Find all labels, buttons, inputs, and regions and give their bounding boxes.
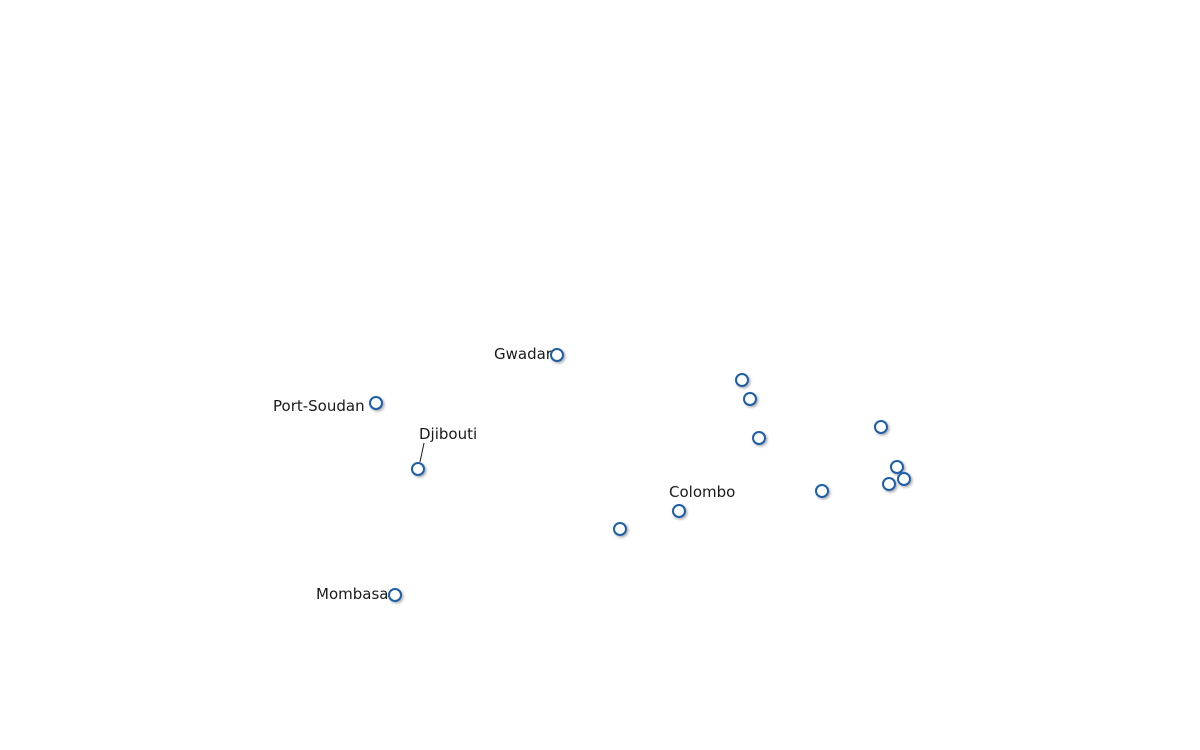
port-label-gwadar: Gwadar xyxy=(494,345,553,363)
port-djibouti[interactable]: Djibouti xyxy=(411,425,477,476)
port-marker-12[interactable] xyxy=(882,477,896,491)
port-label-port-soudan: Port-Soudan xyxy=(273,397,365,415)
label-leader-line-djibouti xyxy=(419,442,425,463)
port-marker-mombasa[interactable] xyxy=(388,588,402,602)
port-mombasa[interactable]: Mombasa xyxy=(316,585,402,603)
port-port-soudan[interactable]: Port-Soudan xyxy=(273,396,383,415)
port-marker-10[interactable] xyxy=(890,460,904,474)
port-marker-8[interactable] xyxy=(752,431,766,445)
port-label-mombasa: Mombasa xyxy=(316,585,388,603)
port-marker-port-soudan[interactable] xyxy=(369,396,383,410)
port-marker-gwadar[interactable] xyxy=(550,348,564,362)
port-marker-9[interactable] xyxy=(874,420,888,434)
port-colombo[interactable]: Colombo xyxy=(669,483,735,518)
port-gwadar[interactable]: Gwadar xyxy=(494,345,564,363)
port-marker-djibouti[interactable] xyxy=(411,462,425,476)
port-marker-14[interactable] xyxy=(613,522,627,536)
port-marker-6[interactable] xyxy=(735,373,749,387)
port-label-colombo: Colombo xyxy=(669,483,735,501)
port-marker-7[interactable] xyxy=(743,392,757,406)
port-marker-13[interactable] xyxy=(815,484,829,498)
port-label-djibouti: Djibouti xyxy=(419,425,477,443)
port-marker-11[interactable] xyxy=(897,472,911,486)
port-marker-colombo[interactable] xyxy=(672,504,686,518)
